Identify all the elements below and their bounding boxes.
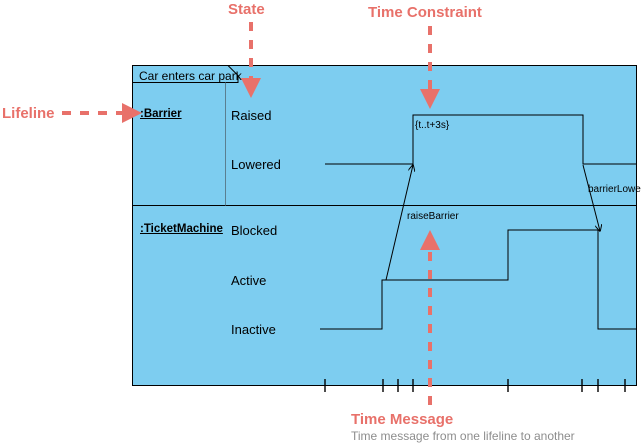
annotation-state: State [228,1,265,18]
lifeline-name-barrier[interactable]: :Barrier [140,108,182,120]
annotation-lifeline: Lifeline [2,105,55,122]
time-constraint-label: {t..t+3s} [415,120,450,131]
message-arrow-barrier-lowered [582,164,600,231]
state-label-active: Active [231,273,267,288]
state-label-inactive: Inactive [231,322,276,337]
barrier-state-line [325,114,637,165]
message-arrow-raise-barrier [385,165,413,281]
annotation-time-message-subtitle: Time message from one lifeline to anothe… [351,429,575,443]
state-label-blocked: Blocked [231,223,278,238]
annotation-time-message: Time Message [351,411,454,428]
state-label-raised: Raised [231,108,272,123]
diagram-frame [132,65,637,386]
annotation-time-constraint: Time Constraint [368,4,482,21]
ticketmachine-state-line [320,229,637,330]
time-axis-ticks [324,379,626,392]
message-label-raise-barrier: raiseBarrier [407,211,459,222]
frame-label: Car enters car park [139,69,242,83]
frame-label-tab [132,65,239,83]
state-label-lowered: Lowered [231,157,281,172]
message-label-barrier-lowered: barrierLowe [588,184,641,195]
lifeline-name-ticketmachine[interactable]: :TicketMachine [140,223,223,235]
